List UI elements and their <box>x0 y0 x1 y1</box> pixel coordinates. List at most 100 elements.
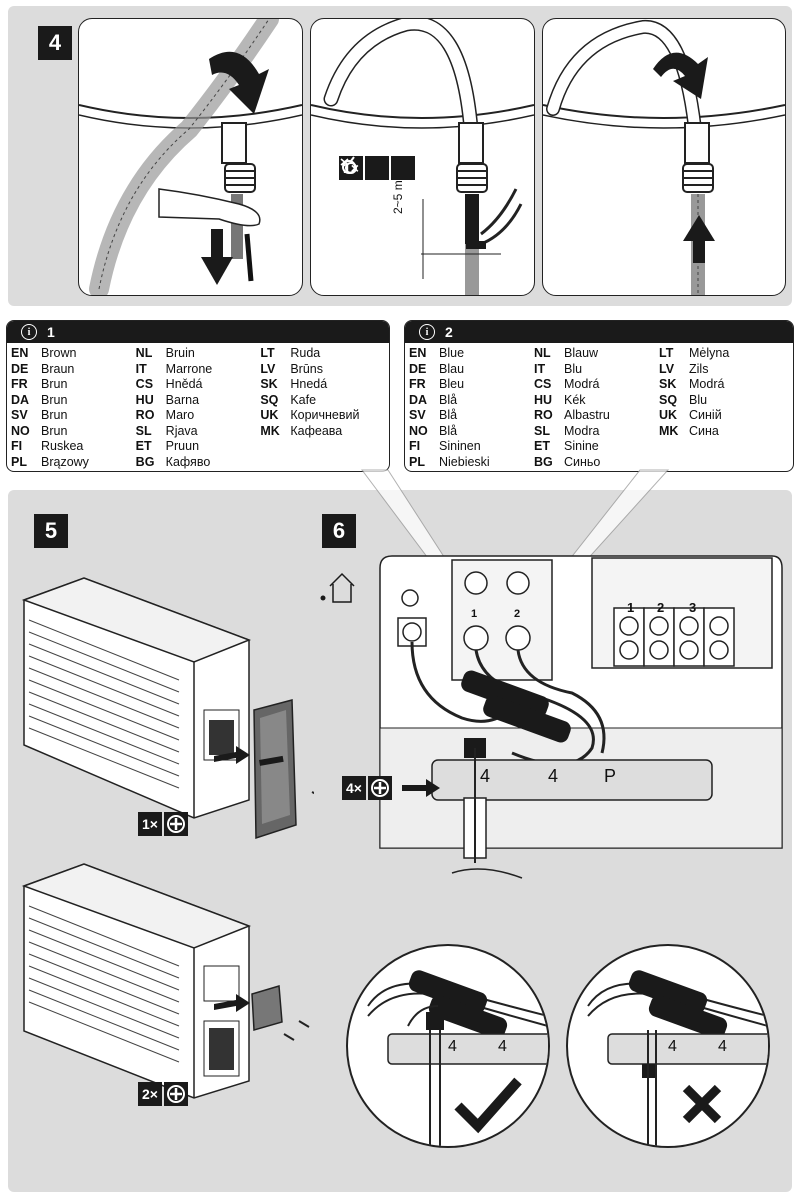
outdoor-unit-bottom-illustration <box>21 863 310 1099</box>
language-code: PL <box>409 454 425 469</box>
legend1-header: i 1 <box>7 321 389 343</box>
cable-pull-down-illustration <box>79 19 302 295</box>
language-code: SL <box>534 423 550 438</box>
legend-row: NO Brun <box>11 424 136 440</box>
color-translation: Marrone <box>165 361 213 376</box>
step4-cable-tie-badge: 1× <box>339 156 415 180</box>
step5-bottom-screw-badge: 2× <box>138 1082 188 1106</box>
color-translation: Maro <box>165 408 195 422</box>
color-translation: Hnědá <box>165 377 203 391</box>
legend-row: IT Marrone <box>136 362 261 378</box>
language-code: ET <box>135 439 152 453</box>
legend-row: HU Barna <box>136 393 261 409</box>
color-translation: Blue <box>439 346 465 360</box>
detail-label-4b: 4 <box>718 1038 727 1055</box>
color-translation: Brūns <box>290 361 323 376</box>
outdoor-unit-top-illustration <box>21 577 314 840</box>
language-code: RO <box>534 408 553 422</box>
language-code: NL <box>534 346 551 360</box>
legend-row: LV Brūns <box>260 362 385 378</box>
badge-count: 2× <box>138 1082 162 1106</box>
color-translation: Brun <box>41 408 68 422</box>
language-code: FI <box>409 439 421 453</box>
language-code: FI <box>11 439 23 453</box>
color-translation: Brązowy <box>41 454 89 469</box>
cut-tie-icon <box>340 156 415 180</box>
color-translation: Brun <box>41 377 68 391</box>
terminal-label-1: 1 <box>471 608 478 620</box>
cross-mark-icon <box>680 1084 724 1124</box>
language-code: DE <box>11 361 29 376</box>
check-mark-icon <box>456 1076 526 1136</box>
color-translation: Кафеава <box>290 423 343 438</box>
correct-routing-detail: 4 4 <box>346 944 550 1148</box>
incorrect-routing-detail: 4 4 <box>566 944 770 1148</box>
language-code: LV <box>260 361 276 376</box>
language-code: IT <box>135 361 147 376</box>
language-code: SQ <box>260 392 279 407</box>
color-translation: Albastru <box>564 408 610 422</box>
language-code: BG <box>135 454 155 469</box>
terminal-block-label-2: 2 <box>657 600 665 615</box>
legend-row: RO Albastru <box>534 408 659 424</box>
language-code: NO <box>11 423 30 438</box>
terminal-block-label-1: 1 <box>627 600 635 615</box>
info-icon: i <box>419 324 435 340</box>
terminal-box-illustration <box>379 555 783 879</box>
legend-row: UK Синій <box>659 408 784 424</box>
color-translation: Kék <box>564 392 586 407</box>
language-code: ET <box>534 439 550 453</box>
language-code: UK <box>659 408 678 422</box>
terminal-block-label-3: 3 <box>689 600 697 615</box>
color-translation: Blauw <box>564 346 599 360</box>
detail-label-4a: 4 <box>668 1038 677 1055</box>
legend-row: NO Blå <box>409 424 534 440</box>
color-translation: Modra <box>564 423 600 438</box>
legend-row: DE Braun <box>11 362 136 378</box>
color-translation: Brun <box>41 423 68 438</box>
legend2-header: i 2 <box>405 321 793 343</box>
color-translation: Kafe <box>290 392 317 407</box>
color-translation: Blå <box>439 423 458 438</box>
language-code: MK <box>659 423 679 438</box>
terminal-label-2: 2 <box>514 608 521 620</box>
indoor-house-icon <box>320 572 355 603</box>
color-translation: Bleu <box>439 377 465 391</box>
language-code: EN <box>409 346 427 360</box>
step6-number: 6 <box>322 514 356 548</box>
step4-panel-a <box>78 18 303 296</box>
step5-number: 5 <box>34 514 68 548</box>
screw-icon <box>163 812 188 836</box>
language-code: SV <box>409 408 426 422</box>
color-translation: Синій <box>689 408 722 422</box>
color-translation: Braun <box>41 361 75 376</box>
color-translation: Blu <box>689 392 708 407</box>
step4-panel-b: 2~5 mm 1× <box>310 18 535 296</box>
language-code: IT <box>534 361 546 376</box>
language-code: NL <box>135 346 153 360</box>
language-code: FR <box>409 377 426 391</box>
color-translation: Sinine <box>564 439 599 453</box>
language-code: MK <box>260 423 280 438</box>
color-translation: Barna <box>165 392 200 407</box>
language-code: HU <box>135 392 154 407</box>
step5-top-screw-badge: 1× <box>138 812 188 836</box>
language-code: NO <box>409 423 428 438</box>
